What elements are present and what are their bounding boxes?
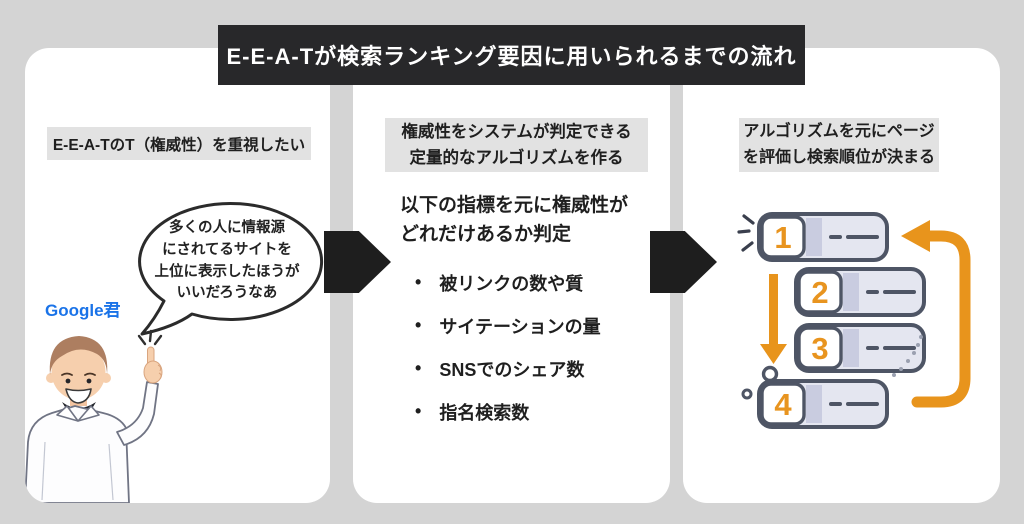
page-title: E-E-A-Tが検索ランキング要因に用いられるまでの流れ (218, 25, 805, 85)
speech-bubble-icon (130, 201, 325, 351)
rank-row: 1 (757, 212, 889, 262)
panel-google-intent: E-E-A-TのT（権威性）を重視したい 多くの人に情報源 にされてるサイトを … (25, 48, 330, 503)
cycle-arrow-icon (901, 220, 971, 408)
rank-row: 2 (794, 267, 926, 317)
sparkle-icon (137, 329, 163, 346)
character-label: Google君 (45, 301, 121, 320)
rank-number: 1 (774, 220, 791, 255)
bullet-dot: • (415, 358, 422, 378)
bullet-dot: • (415, 401, 422, 421)
page-title-text: E-E-A-Tが検索ランキング要因に用いられるまでの流れ (226, 44, 797, 69)
panel-algorithm: 権威性をシステムが判定できる 定量的なアルゴリズムを作る 以下の指標を元に権威性… (353, 48, 670, 503)
google-kun-character-icon (25, 320, 192, 503)
bullet-dot: • (415, 272, 422, 292)
bullet-dot: • (415, 315, 422, 335)
list-item-label: サイテーションの量 (439, 316, 601, 337)
dotted-arc (892, 335, 923, 377)
panel-ranking: アルゴリズムを元にページ を評価し検索順位が決まる 1 (683, 48, 1000, 503)
list-item-label: 被リンクの数や質 (439, 273, 584, 294)
speech-bubble-text: 多くの人に情報源 にされてるサイトを 上位に表示したほうが いいだろうなあ (154, 220, 300, 302)
list-item: • SNSでのシェア数 (415, 347, 601, 390)
rank-number: 3 (811, 331, 828, 366)
list-item: • 被リンクの数や質 (415, 261, 601, 304)
down-arrow-icon (760, 274, 787, 364)
rank-number: 2 (811, 275, 828, 310)
list-item-label: SNSでのシェア数 (439, 359, 585, 380)
criteria-list: • 被リンクの数や質 • サイテーションの量 • SNSでのシェア数 • 指名検… (415, 261, 601, 433)
rank-row: 3 (794, 323, 926, 373)
middle-panel-header: 権威性をシステムが判定できる 定量的なアルゴリズムを作る (385, 118, 648, 172)
sparkle-icon (737, 214, 755, 252)
right-panel-header: アルゴリズムを元にページ を評価し検索順位が決まる (739, 118, 939, 172)
ranking-list-icon: 1 2 3 (731, 198, 996, 438)
list-item: • サイテーションの量 (415, 304, 601, 347)
left-panel-header: E-E-A-TのT（権威性）を重視したい (47, 127, 311, 160)
list-item: • 指名検索数 (415, 390, 601, 433)
list-item-label: 指名検索数 (439, 402, 530, 423)
rank-number: 4 (774, 387, 792, 422)
rank-row: 4 (757, 379, 889, 429)
dot-ring (741, 388, 753, 400)
middle-panel-intro: 以下の指標を元に権威性が どれだけあるか判定 (400, 195, 629, 246)
dot-ring (761, 365, 779, 383)
